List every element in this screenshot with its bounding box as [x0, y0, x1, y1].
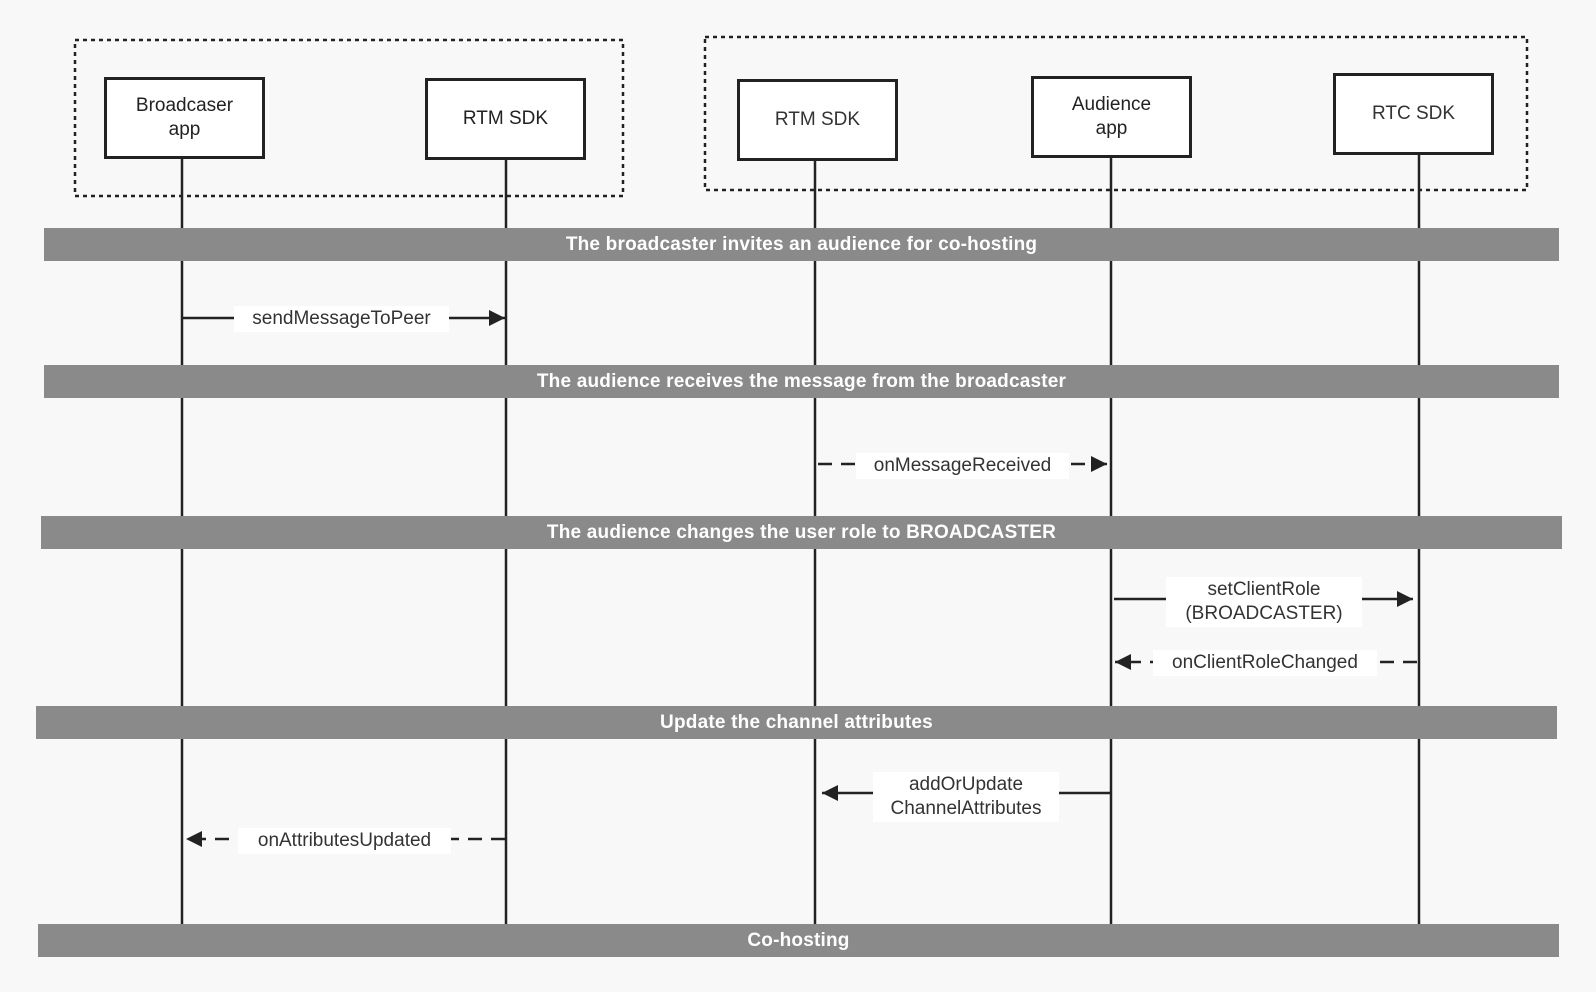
actor-audience-rtm-sdk: RTM SDK: [737, 79, 898, 161]
audience-group-frame: [703, 35, 1529, 192]
actor-broadcaster-app: Broadcaser app: [104, 77, 265, 159]
message-label-set-client-role: setClientRole (BROADCASTER): [1166, 577, 1362, 627]
phase-banner-receive: The audience receives the message from t…: [44, 365, 1559, 398]
message-label-add-or-update-channel-attributes: addOrUpdate ChannelAttributes: [873, 772, 1059, 822]
message-label-send-message-to-peer: sendMessageToPeer: [234, 306, 449, 332]
message-label-on-client-role-changed: onClientRoleChanged: [1153, 650, 1377, 676]
phase-banner-change-role: The audience changes the user role to BR…: [41, 516, 1562, 549]
message-label-on-attributes-updated: onAttributesUpdated: [238, 828, 451, 854]
message-label-on-message-received: onMessageReceived: [856, 453, 1069, 479]
actor-broadcaster-rtm-sdk: RTM SDK: [425, 78, 586, 160]
phase-banner-cohosting: Co-hosting: [38, 924, 1559, 957]
actor-audience-rtc-sdk: RTC SDK: [1333, 73, 1494, 155]
phase-banner-update-attributes: Update the channel attributes: [36, 706, 1557, 739]
phase-banner-invite: The broadcaster invites an audience for …: [44, 228, 1559, 261]
broadcaster-group-frame: [73, 38, 625, 198]
actor-audience-app: Audience app: [1031, 76, 1192, 158]
